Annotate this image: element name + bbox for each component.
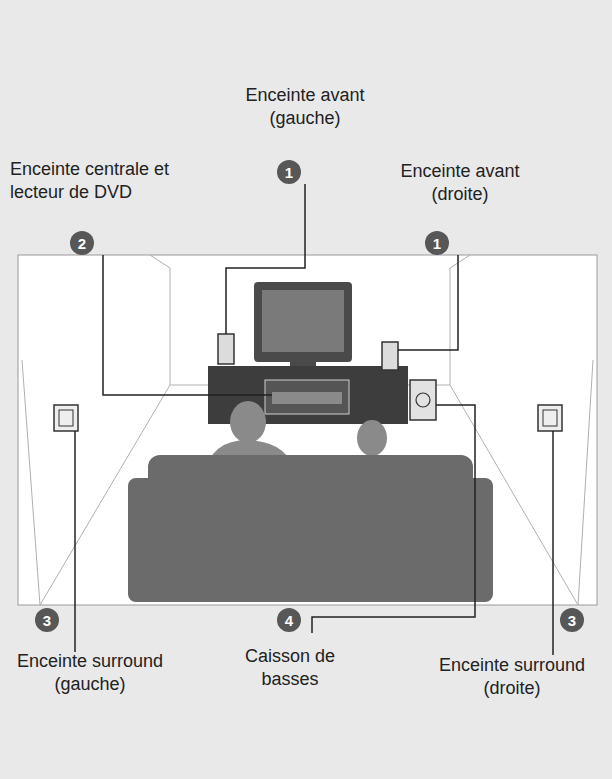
part-label: Caisson de basses (235, 645, 345, 691)
callout-number: 1 (277, 160, 301, 184)
surround-right-speaker (538, 405, 562, 431)
leader-lines (75, 184, 553, 655)
subwoofer (410, 380, 436, 420)
tv (254, 282, 352, 368)
callout-text: 2 (78, 236, 86, 251)
sofa (128, 455, 493, 602)
part-label: Enceinte centrale et lecteur de DVD (10, 158, 215, 204)
part-label: Enceinte avant (gauche) (225, 84, 385, 130)
callout-number: 1 (425, 231, 449, 255)
callout-text: 4 (285, 613, 293, 628)
callout-number: 3 (35, 608, 59, 632)
callout-number: 2 (70, 231, 94, 255)
room-frame (18, 255, 597, 605)
front-left-speaker (218, 334, 234, 364)
callout-text: 3 (568, 613, 576, 628)
front-right-speaker (382, 342, 398, 370)
part-label: Enceinte avant (droite) (375, 160, 545, 206)
surround-left-speaker (54, 405, 78, 431)
part-label: Enceinte surround (gauche) (0, 650, 180, 696)
callout-text: 3 (43, 613, 51, 628)
callout-text: 1 (285, 165, 293, 180)
callout-number: 4 (277, 608, 301, 632)
part-label: Enceinte surround (droite) (412, 654, 612, 700)
room-perspective (22, 255, 593, 605)
callout-text: 1 (433, 236, 441, 251)
dvd-player (272, 392, 342, 404)
callout-number: 3 (560, 608, 584, 632)
